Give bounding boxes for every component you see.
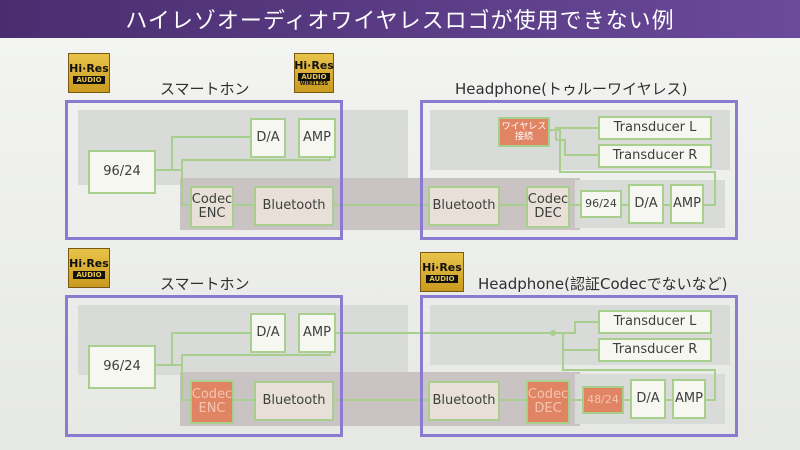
bottom-bluetooth-head-box: Bluetooth: [428, 381, 500, 421]
top-transducer-l-box: Transducer L: [598, 116, 712, 140]
bottom-head-amp-box: AMP: [672, 379, 706, 419]
codec-line: Codec: [527, 192, 569, 207]
hires-audio-logo-bottom-left: Hi·Res AUDIO: [68, 248, 110, 288]
logo-line2: AUDIO: [298, 72, 330, 81]
bottom-codec-enc-box: Codec ENC: [190, 380, 234, 424]
codec-line: Codec: [527, 387, 569, 402]
logo-line3: WIRELESS: [299, 80, 329, 87]
logo-line2: AUDIO: [426, 274, 458, 283]
bottom-transducer-r-box: Transducer R: [598, 338, 712, 362]
codec-line: ENC: [198, 206, 226, 221]
bottom-headphone-label: Headphone(認証Codecでないなど): [478, 275, 728, 293]
logo-line2: AUDIO: [73, 270, 105, 279]
wireless-line: 接続: [514, 132, 533, 142]
hires-audio-logo-top: Hi·Res AUDIO: [68, 53, 110, 93]
bottom-transducer-l-box: Transducer L: [598, 310, 712, 334]
top-bluetooth-phone-box: Bluetooth: [254, 186, 334, 226]
top-codec-enc-box: Codec ENC: [190, 186, 234, 228]
top-phone-label: スマートホン: [160, 80, 250, 98]
codec-line: DEC: [534, 206, 562, 221]
bottom-phone-label: スマートホン: [160, 275, 250, 293]
top-head-da-box: D/A: [628, 184, 664, 224]
bottom-head-source-box: 48/24: [582, 386, 624, 414]
codec-line: DEC: [534, 401, 562, 416]
top-phone-frame: [65, 100, 343, 240]
codec-line: Codec: [191, 387, 233, 402]
slide-title: ハイレゾオーディオワイヤレスロゴが使用できない例: [125, 9, 675, 34]
codec-line: Codec: [191, 192, 233, 207]
bottom-headphone-frame: [420, 295, 738, 437]
bottom-bluetooth-phone-box: Bluetooth: [254, 381, 334, 421]
top-headphone-frame: [420, 100, 738, 240]
codec-line: ENC: [198, 401, 226, 416]
top-wireless-connection-box: ワイヤレス 接続: [498, 117, 550, 147]
top-da-box: D/A: [250, 118, 286, 158]
bottom-phone-frame: [65, 295, 343, 437]
hires-wireless-logo: Hi·Res AUDIO WIRELESS: [294, 53, 334, 93]
wireless-line: ワイヤレス: [501, 122, 547, 132]
logo-line1: Hi·Res: [69, 61, 109, 75]
top-head-amp-box: AMP: [670, 184, 704, 224]
top-amp-box: AMP: [298, 118, 336, 158]
hires-audio-logo-bottom-right: Hi·Res AUDIO: [420, 252, 464, 292]
top-codec-dec-box: Codec DEC: [526, 186, 570, 228]
top-headphone-label: Headphone(トゥルーワイヤレス): [455, 80, 688, 98]
top-head-source-box: 96/24: [580, 190, 622, 218]
bottom-da-box: D/A: [250, 313, 286, 353]
title-bar: [0, 0, 800, 38]
bottom-source-box: 96/24: [88, 345, 156, 389]
bottom-codec-dec-box: Codec DEC: [526, 380, 570, 424]
bottom-head-da-box: D/A: [630, 379, 666, 419]
logo-line1: Hi·Res: [69, 256, 109, 270]
top-transducer-r-box: Transducer R: [598, 144, 712, 168]
logo-line1: Hi·Res: [422, 260, 462, 274]
top-source-box: 96/24: [88, 150, 156, 194]
bottom-amp-box: AMP: [298, 313, 336, 353]
top-bluetooth-head-box: Bluetooth: [428, 186, 500, 226]
logo-line1: Hi·Res: [294, 58, 334, 72]
logo-line2: AUDIO: [73, 75, 105, 84]
